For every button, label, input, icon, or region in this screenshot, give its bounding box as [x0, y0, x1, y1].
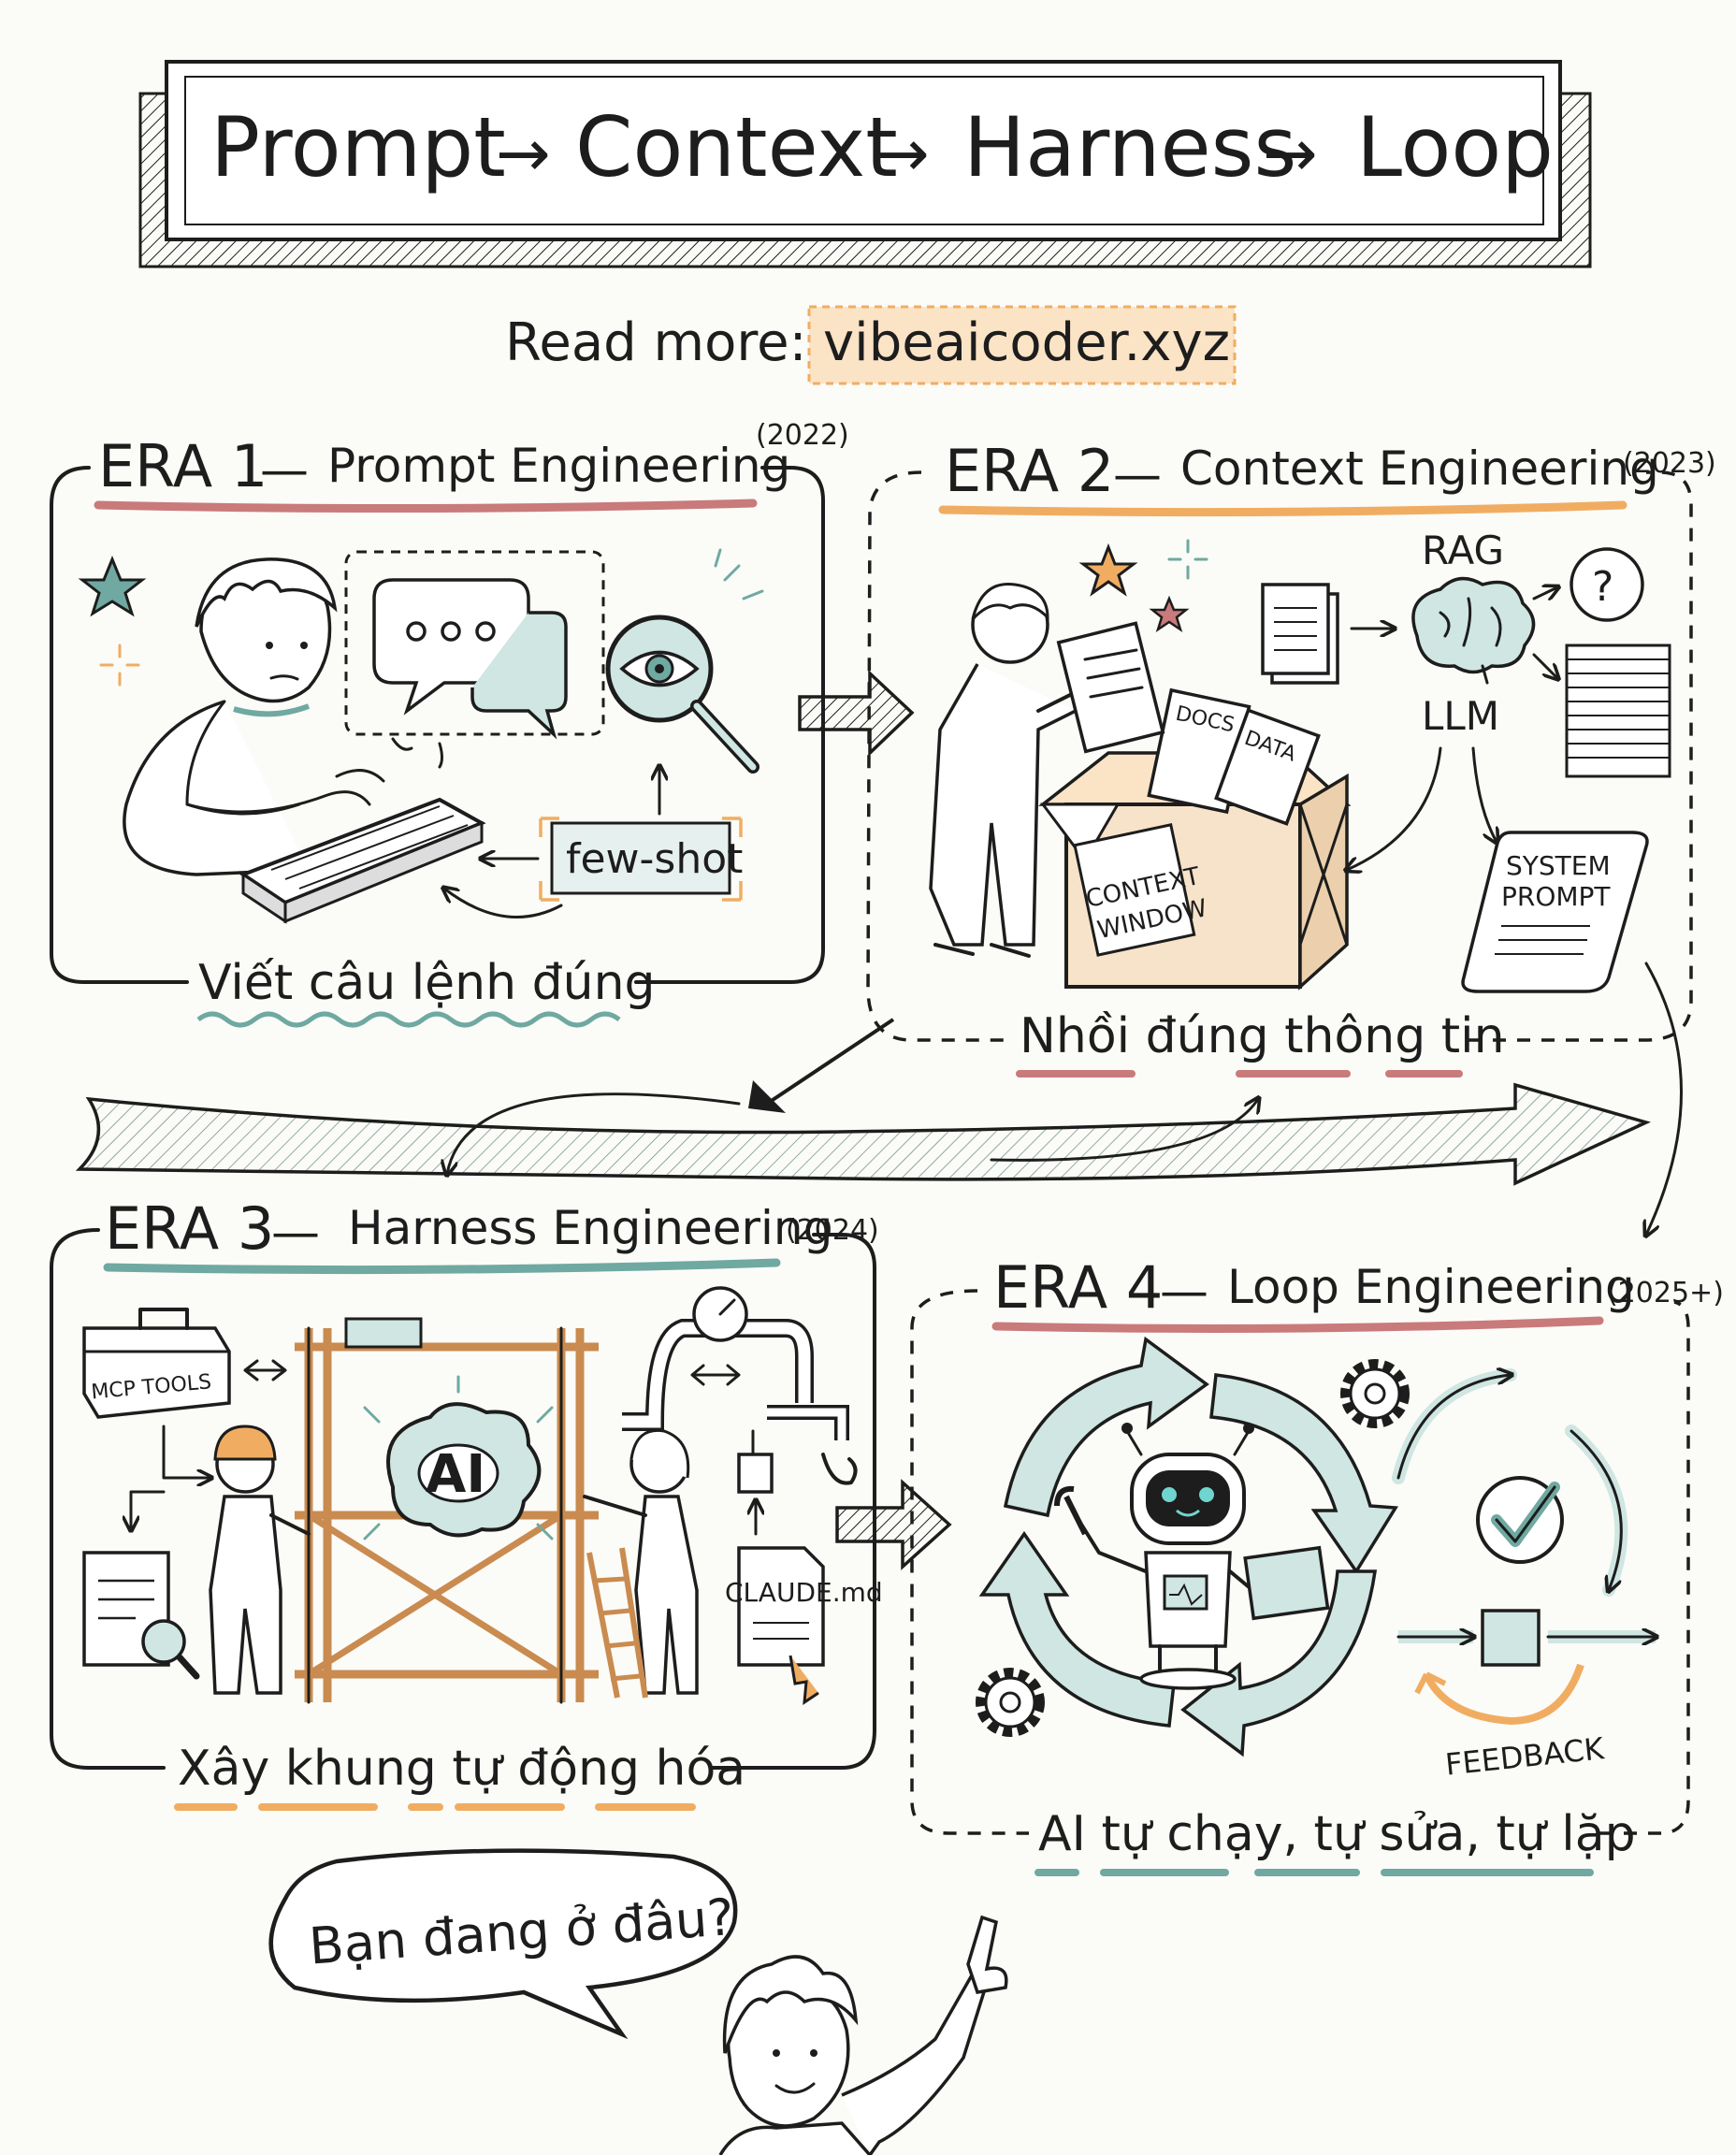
paper-stack-icon	[1565, 644, 1671, 778]
document-search-icon	[82, 1551, 200, 1680]
question-bubble-icon: ?	[1570, 547, 1644, 622]
era-1-name: Prompt Engineering	[327, 439, 790, 493]
read-more-label: Read more:	[505, 312, 806, 373]
era-3-panel: ERA 3 — Harness Engineering (2024) MCP T…	[50, 1194, 883, 1811]
worker-illustration	[929, 582, 1087, 958]
read-more-link[interactable]: vibeaicoder.xyz	[823, 312, 1230, 373]
person-typing-illustration	[123, 557, 486, 924]
era-3-name: Harness Engineering	[348, 1201, 832, 1255]
few-shot-label: few-shot	[566, 835, 743, 883]
system-prompt-scroll: SYSTEM PROMPT	[1461, 831, 1649, 993]
era-3-dash: —	[271, 1205, 320, 1261]
title-context: Context	[575, 99, 898, 195]
era-2-panel: ERA 2 — Context Engineering (2023) CON	[866, 437, 1716, 1078]
pointer-hand-icon	[788, 1655, 819, 1705]
era-1-dash: —	[260, 442, 309, 499]
era-3-number: ERA 3	[105, 1194, 274, 1263]
sparkle-icon	[99, 644, 140, 687]
gear-icon	[1340, 1359, 1410, 1428]
toolbox-icon: MCP TOOLS	[82, 1308, 231, 1419]
era-2-name: Context Engineering	[1180, 441, 1659, 496]
context-window-box: CONTEXT WINDOW DOCS DATA	[1037, 621, 1352, 991]
title-prompt: Prompt	[210, 99, 506, 195]
brain-icon	[1411, 576, 1536, 685]
sparkle-icon	[1167, 539, 1208, 580]
arrow-era1-to-era2	[798, 669, 915, 758]
star-icon	[1149, 595, 1190, 632]
prompt-label: PROMPT	[1501, 881, 1611, 912]
robot-illustration	[1054, 1423, 1330, 1690]
title-harness: Harness	[963, 99, 1296, 195]
document-stack-icon	[1261, 583, 1339, 685]
rag-label: RAG	[1422, 528, 1504, 573]
gear-icon	[976, 1668, 1045, 1737]
era-3-year: (2024)	[786, 1214, 879, 1247]
feedback-flow: FEEDBACK	[1396, 1609, 1656, 1783]
star-icon	[78, 556, 147, 617]
svg-text:?: ?	[1592, 563, 1613, 611]
read-more: Read more: vibeaicoder.xyz	[505, 305, 1237, 385]
claude-md-label: CLAUDE.md	[725, 1577, 883, 1608]
era-1-underline	[94, 499, 758, 513]
era-2-caption: Nhồi đúng thông tin	[1020, 1008, 1505, 1064]
worker-left-illustration	[209, 1425, 311, 1695]
claude-md-file-icon: CLAUDE.md	[725, 1546, 883, 1705]
era-4-number: ERA 4	[993, 1253, 1163, 1322]
era-2-year: (2023)	[1623, 447, 1716, 480]
wrench-icon	[1054, 1485, 1088, 1536]
title-arrow-1: →	[496, 115, 551, 192]
era-4-name: Loop Engineering	[1227, 1260, 1635, 1314]
chat-bubble-icon	[372, 578, 568, 740]
era-2-underline	[938, 500, 1628, 517]
worker-right-illustration	[583, 1428, 699, 1695]
feedback-label: FEEDBACK	[1443, 1730, 1606, 1783]
title-loop: Loop	[1356, 99, 1554, 195]
loop-cycle-arrows	[978, 1336, 1399, 1757]
era-4-underline	[991, 1316, 1604, 1333]
ladder-icon	[586, 1547, 648, 1699]
transition-arrows	[75, 962, 1683, 1235]
era-2-number: ERA 2	[945, 437, 1114, 505]
era-3-underline	[103, 1258, 781, 1275]
magnifier-eye-icon	[605, 548, 764, 774]
arrow-era3-to-era4	[835, 1479, 952, 1570]
era-2-dash: —	[1113, 447, 1162, 503]
llm-label: LLM	[1422, 693, 1499, 739]
era-4-caption: AI tự chạy, tự sửa, tự lặp	[1038, 1806, 1636, 1862]
pointing-person-illustration	[718, 1915, 1008, 2155]
ai-label: AI	[426, 1444, 485, 1505]
star-icon	[1078, 542, 1138, 597]
tablet-icon	[1243, 1545, 1330, 1621]
era-4-panel: ERA 4 — Loop Engineering (2025+)	[910, 1253, 1724, 1876]
era-1-caption-underline	[196, 1011, 621, 1028]
title-banner: Prompt → Context → Harness → Loop	[138, 60, 1592, 268]
era-1-number: ERA 1	[98, 432, 268, 500]
pointing-hand-icon	[966, 1915, 1008, 1994]
era-3-caption: Xây khung tự động hóa	[178, 1741, 745, 1797]
era-4-dash: —	[1160, 1264, 1208, 1320]
ai-brain-icon: AI	[363, 1375, 554, 1540]
title-arrow-3: →	[1263, 115, 1318, 192]
system-label: SYSTEM	[1506, 850, 1611, 881]
speech-bubble: Bạn đang ở đâu?	[268, 1848, 738, 2040]
era-1-panel: ERA 1 — Prompt Engineering (2022)	[50, 419, 849, 1028]
title-arrow-2: →	[875, 115, 930, 192]
era-4-year: (2025+)	[1607, 1277, 1724, 1309]
era-1-year: (2022)	[756, 419, 849, 452]
pipe-gauge-icon	[622, 1286, 858, 1494]
checkmark-icon	[1476, 1476, 1564, 1564]
era-1-caption: Viết câu lệnh đúng	[198, 955, 656, 1011]
